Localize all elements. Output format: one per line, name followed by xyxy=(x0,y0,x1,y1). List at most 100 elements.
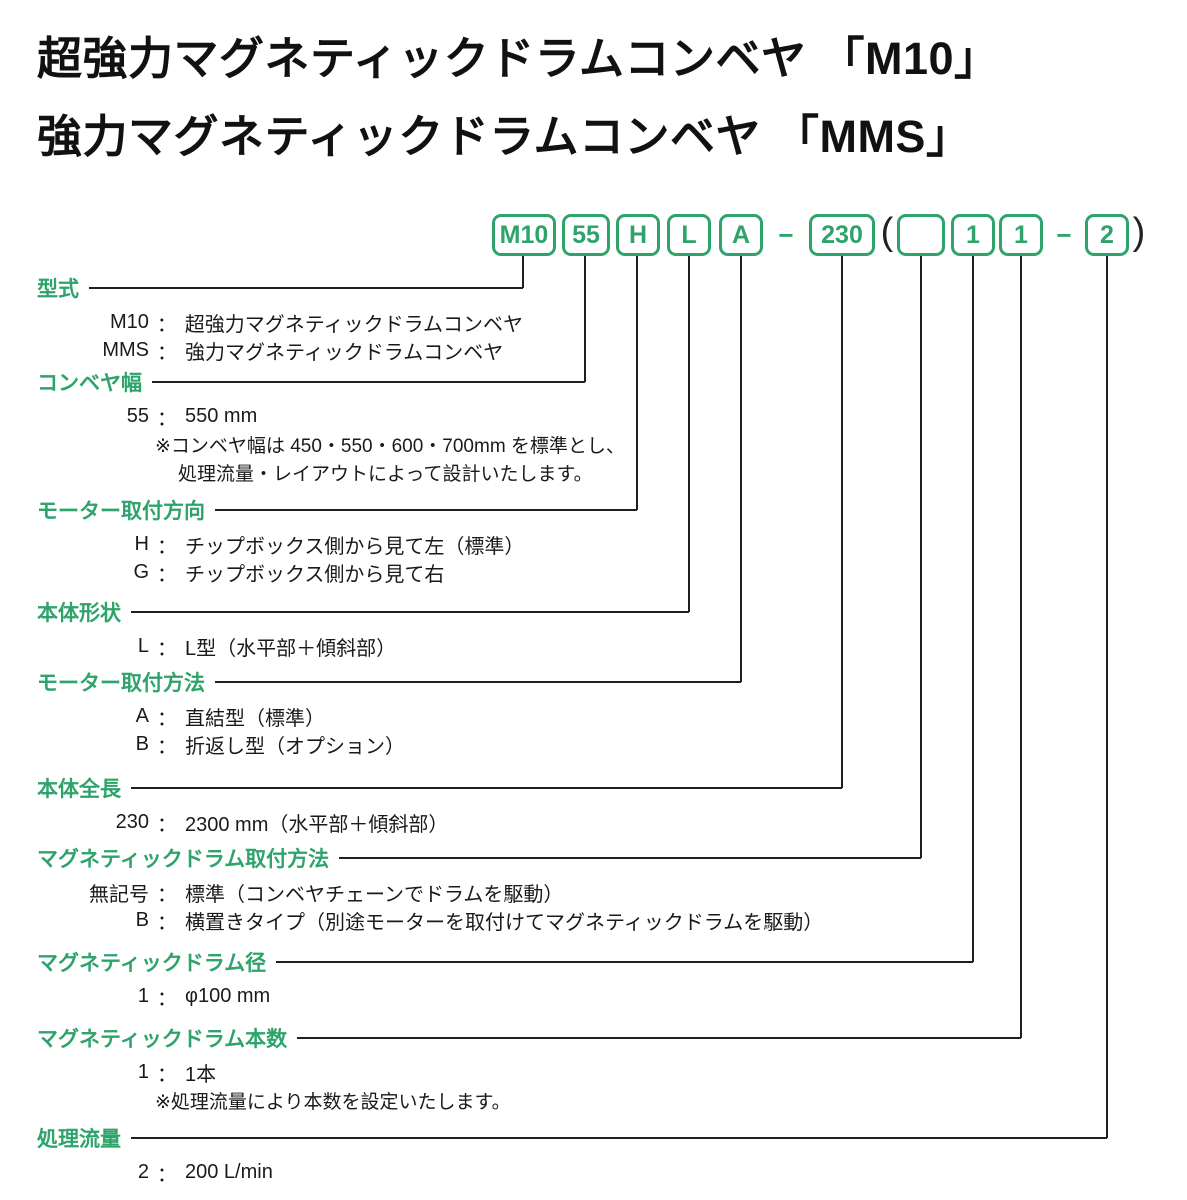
code-value: L xyxy=(137,634,149,657)
code-dash: − xyxy=(778,219,794,250)
code-box-width: 55 xyxy=(562,214,610,256)
leader-line xyxy=(131,611,689,613)
connector-line-model xyxy=(522,256,524,288)
description: チップボックス側から見て右 xyxy=(185,563,445,586)
definition-row: H ： チップボックス側から見て左（標準） xyxy=(37,530,637,558)
definition-row: 1 ： φ100 mm xyxy=(37,982,973,1010)
connector-line-drum-diameter xyxy=(972,256,974,962)
definition-row: 230 ： 2300 mm（水平部＋傾斜部） xyxy=(37,808,842,836)
code-value: 1 xyxy=(137,984,149,1007)
code-value: 55 xyxy=(126,404,149,427)
section-header: 処理流量 xyxy=(37,1124,1107,1152)
leader-line xyxy=(89,287,523,289)
code-box-model: M10 xyxy=(492,214,556,256)
code-open-paren: ( xyxy=(880,211,894,253)
section-label: マグネティックドラム本数 xyxy=(37,1028,288,1051)
section-label: 本体形状 xyxy=(37,602,121,625)
section-model-type: 型式 M10 ： 超強力マグネティックドラムコンベヤ MMS ： 強力マグネティ… xyxy=(37,274,523,364)
description: 横置きタイプ（別途モーターを取付けてマグネティックドラムを駆動） xyxy=(185,911,824,934)
colon: ： xyxy=(157,707,177,730)
colon: ： xyxy=(157,911,177,934)
leader-line xyxy=(152,381,585,383)
definition-row: MMS ： 強力マグネティックドラムコンベヤ xyxy=(37,336,523,364)
definition-row: M10 ： 超強力マグネティックドラムコンベヤ xyxy=(37,308,523,336)
section-header: コンベヤ幅 xyxy=(37,368,585,396)
colon: ： xyxy=(157,813,177,836)
colon: ： xyxy=(157,987,177,1010)
section-drum-mount-method: マグネティックドラム取付方法 無記号 ： 標準（コンベヤチェーンでドラムを駆動）… xyxy=(37,844,921,934)
section-header: マグネティックドラム径 xyxy=(37,948,973,976)
connector-line-drum-count xyxy=(1020,256,1022,1038)
section-header: マグネティックドラム取付方法 xyxy=(37,844,921,872)
connector-line-length xyxy=(841,256,843,788)
definition-row: 55 ： 550 mm xyxy=(37,402,585,430)
definition-row: G ： チップボックス側から見て右 xyxy=(37,558,637,586)
code-value: A xyxy=(135,704,149,727)
code-value: 230 xyxy=(115,810,149,833)
colon: ： xyxy=(157,637,177,660)
definition-row: 1 ： 1本 xyxy=(37,1058,1021,1086)
definition-row: 2 ： 200 L/min xyxy=(37,1158,1107,1186)
section-header: マグネティックドラム本数 xyxy=(37,1024,1021,1052)
leader-line xyxy=(131,787,842,789)
colon: ： xyxy=(157,1163,177,1186)
section-label: コンベヤ幅 xyxy=(37,372,142,395)
section-motor-mount-method: モーター取付方法 A ： 直結型（標準） B ： 折返し型（オプション） xyxy=(37,668,741,758)
definition-row: L ： L型（水平部＋傾斜部） xyxy=(37,632,689,660)
description: 200 L/min xyxy=(185,1160,273,1183)
section-header: モーター取付方法 xyxy=(37,668,741,696)
description: 標準（コンベヤチェーンでドラムを駆動） xyxy=(185,883,564,906)
connector-line-width xyxy=(584,256,586,382)
definition-row: B ： 折返し型（オプション） xyxy=(37,730,741,758)
leader-line xyxy=(131,1137,1107,1139)
colon: ： xyxy=(157,883,177,906)
section-drum-diameter: マグネティックドラム径 1 ： φ100 mm xyxy=(37,948,973,1010)
section-drum-count: マグネティックドラム本数 1 ： 1本 ※処理流量により本数を設定いたします。 xyxy=(37,1024,1021,1114)
description: 直結型（標準） xyxy=(185,707,325,730)
leader-line xyxy=(215,681,741,683)
connector-line-drum-mount xyxy=(920,256,922,858)
section-motor-mount-direction: モーター取付方向 H ： チップボックス側から見て左（標準） G ： チップボッ… xyxy=(37,496,637,586)
section-header: モーター取付方向 xyxy=(37,496,637,524)
footnote: ※処理流量により本数を設定いたします。 xyxy=(155,1091,511,1113)
section-flow-rate: 処理流量 2 ： 200 L/min xyxy=(37,1124,1107,1186)
section-label: 本体全長 xyxy=(37,778,121,801)
colon: ： xyxy=(157,407,177,430)
section-conveyor-width: コンベヤ幅 55 ： 550 mm ※コンベヤ幅は 450・550・600・70… xyxy=(37,368,625,486)
code-box-motor-direction: H xyxy=(616,214,660,256)
description: 2300 mm（水平部＋傾斜部） xyxy=(185,813,449,836)
connector-line-motor-direction xyxy=(636,256,638,510)
colon: ： xyxy=(157,1063,177,1086)
definition-row: A ： 直結型（標準） xyxy=(37,702,741,730)
leader-line xyxy=(297,1037,1021,1039)
section-label: モーター取付方法 xyxy=(37,672,205,695)
section-label: マグネティックドラム径 xyxy=(37,952,267,975)
definition-row: 無記号 ： 標準（コンベヤチェーンでドラムを駆動） xyxy=(37,878,921,906)
description: 550 mm xyxy=(185,404,258,427)
connector-line-body-shape xyxy=(688,256,690,612)
description: L型（水平部＋傾斜部） xyxy=(185,637,397,660)
code-dash: − xyxy=(1056,219,1072,250)
code-value: 1 xyxy=(137,1060,149,1083)
section-header: 本体全長 xyxy=(37,774,842,802)
page-title-m10: 超強力マグネティックドラムコンベヤ 「M10」 xyxy=(37,33,1000,84)
footnote: ※コンベヤ幅は 450・550・600・700mm を標準とし、 xyxy=(155,435,625,457)
leader-line xyxy=(339,857,921,859)
code-value: B xyxy=(135,732,149,755)
code-box-drum-mount xyxy=(897,214,945,256)
section-header: 本体形状 xyxy=(37,598,689,626)
description: 1本 xyxy=(185,1063,217,1086)
leader-line xyxy=(276,961,973,963)
colon: ： xyxy=(157,563,177,586)
connector-line-flow-rate xyxy=(1106,256,1108,1138)
colon: ： xyxy=(157,735,177,758)
code-box-length: 230 xyxy=(809,214,875,256)
section-overall-length: 本体全長 230 ： 2300 mm（水平部＋傾斜部） xyxy=(37,774,842,836)
section-body-shape: 本体形状 L ： L型（水平部＋傾斜部） xyxy=(37,598,689,660)
colon: ： xyxy=(157,535,177,558)
code-box-flow-rate: 2 xyxy=(1085,214,1129,256)
code-box-drum-diameter: 1 xyxy=(951,214,995,256)
section-header: 型式 xyxy=(37,274,523,302)
leader-line xyxy=(215,509,637,511)
